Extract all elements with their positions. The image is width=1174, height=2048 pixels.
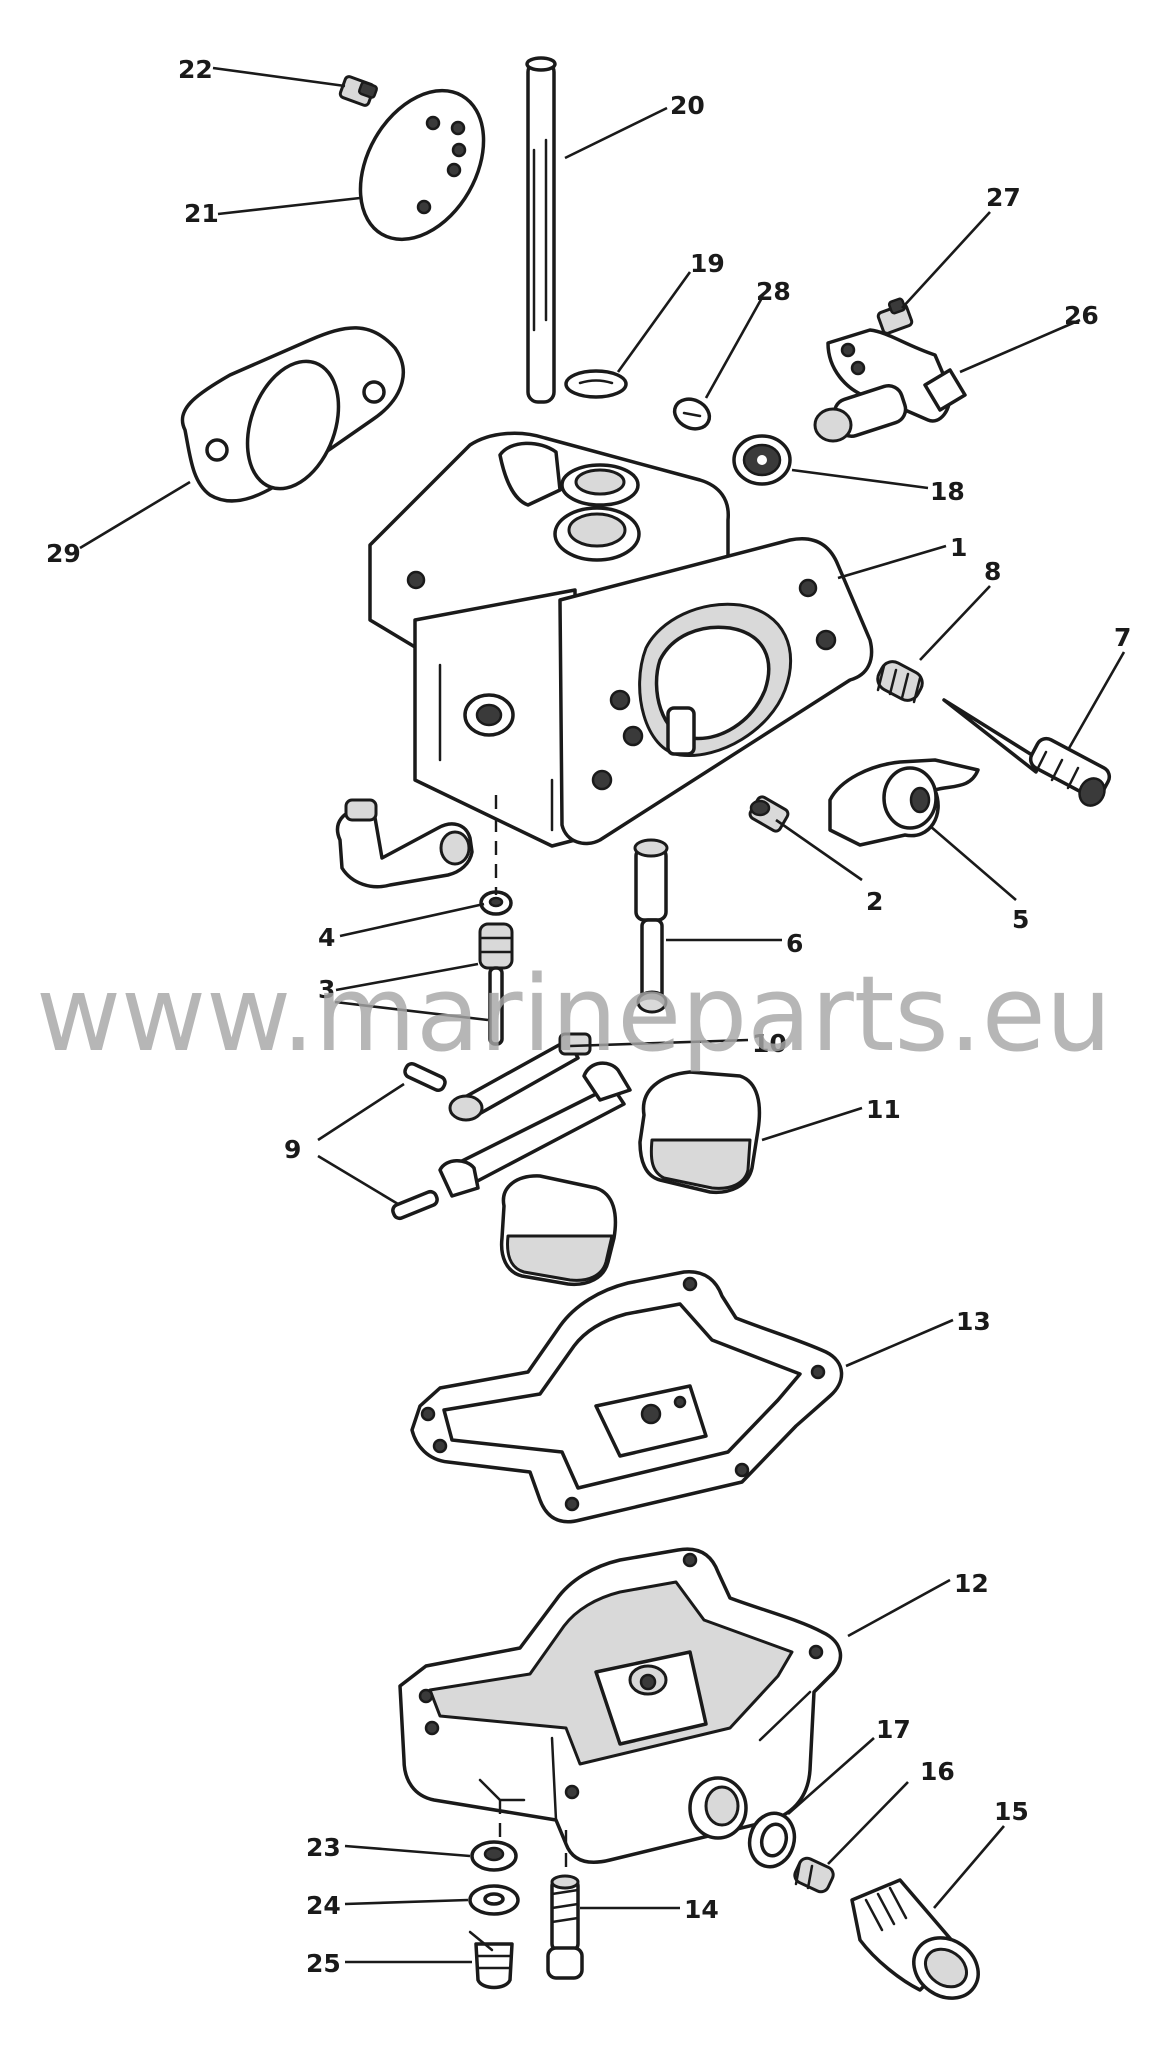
part-8-spring <box>876 660 924 704</box>
callout-15: 15 <box>994 1797 1029 1826</box>
callout-12: 12 <box>954 1569 989 1598</box>
part-28-seal <box>672 397 712 431</box>
part-25-fitting <box>468 1930 514 1990</box>
part-26-throttle-lever <box>813 328 967 443</box>
part-12-float-bowl <box>398 1547 843 1865</box>
part-29-flange-gasket <box>180 326 405 503</box>
callout-25: 25 <box>306 1949 341 1978</box>
callout-13: 13 <box>956 1307 991 1336</box>
callout-2: 2 <box>866 887 883 916</box>
part-16-jet <box>793 1856 835 1894</box>
part-17-o-ring <box>747 1811 797 1869</box>
callout-10: 10 <box>752 1029 787 1058</box>
callout-18: 18 <box>930 477 965 506</box>
part-18-screen <box>732 434 792 486</box>
callout-7: 7 <box>1114 623 1131 652</box>
callout-11: 11 <box>866 1095 901 1124</box>
part-6-main-jet <box>633 838 669 1014</box>
callout-numbers: 1 2 3 4 5 6 7 8 9 10 11 12 13 14 15 16 1… <box>46 55 1131 1978</box>
callout-21: 21 <box>184 199 219 228</box>
callout-20: 20 <box>670 91 705 120</box>
callout-5: 5 <box>1012 905 1029 934</box>
part-20-throttle-shaft <box>525 56 557 404</box>
part-23-nut <box>470 1840 518 1872</box>
part-2-screw <box>748 795 790 833</box>
part-5-cam <box>828 758 980 847</box>
part-1-carburetor-body <box>368 431 874 848</box>
callout-24: 24 <box>306 1891 341 1920</box>
part-9-pin-upper <box>403 1062 447 1092</box>
part-22-screw <box>338 75 378 107</box>
watermark-text: www.marineparts.eu <box>36 953 1112 1075</box>
fuel-inlet-elbow <box>335 798 474 889</box>
part-11-float <box>438 1061 762 1287</box>
callout-29: 29 <box>46 539 81 568</box>
part-7-mixture-needle <box>942 698 1112 807</box>
callout-leader-lines <box>79 66 1126 1964</box>
callout-19: 19 <box>690 249 725 278</box>
part-9-pin-lower <box>391 1189 439 1221</box>
part-4-washer <box>479 890 513 916</box>
callout-4: 4 <box>318 923 335 952</box>
part-19-disk <box>564 369 628 399</box>
part-14-bowl-screw <box>546 1874 584 1980</box>
callout-1: 1 <box>950 533 967 562</box>
callout-8: 8 <box>984 557 1001 586</box>
part-3-needle-and-seat <box>478 922 514 1046</box>
callout-3: 3 <box>318 975 335 1004</box>
callout-27: 27 <box>986 183 1021 212</box>
part-10-float-hinge <box>448 1032 592 1122</box>
callout-16: 16 <box>920 1757 955 1786</box>
part-15-drain-plug <box>850 1878 980 2000</box>
callout-23: 23 <box>306 1833 341 1862</box>
callout-9: 9 <box>284 1135 301 1164</box>
part-24-washer <box>468 1884 520 1916</box>
callout-6: 6 <box>786 929 803 958</box>
part-21-throttle-plate <box>358 88 486 242</box>
callout-28: 28 <box>756 277 791 306</box>
callout-26: 26 <box>1064 301 1099 330</box>
part-13-bowl-gasket <box>410 1270 844 1524</box>
callout-22: 22 <box>178 55 213 84</box>
callout-17: 17 <box>876 1715 911 1744</box>
part-27-lever-screw <box>876 297 914 335</box>
callout-14: 14 <box>684 1895 719 1924</box>
